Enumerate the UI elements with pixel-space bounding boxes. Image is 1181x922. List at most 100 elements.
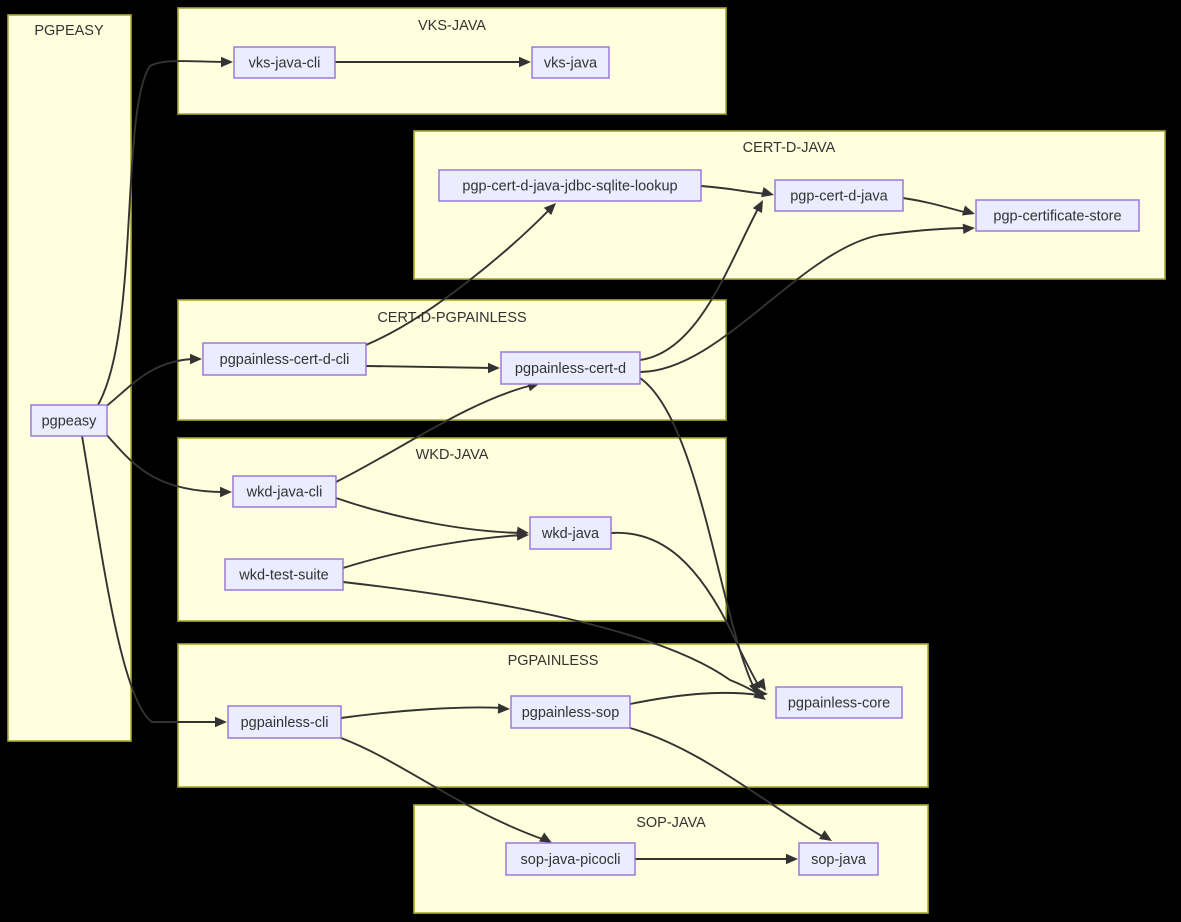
arrowhead-pgpainless-sop->sop-java xyxy=(819,830,832,841)
node-wkd-java[interactable]: wkd-java xyxy=(529,516,612,550)
cluster-label-sop_java: SOP-JAVA xyxy=(636,815,706,831)
arrowhead-cert-d-cli->jdbc xyxy=(543,203,556,216)
cluster-label-cert_d_java: CERT-D-JAVA xyxy=(743,140,836,156)
cluster-wkd_java: WKD-JAVA xyxy=(177,437,727,622)
edge-pgpainless-cert-d-to-pgpainless-core xyxy=(639,377,756,691)
node-pgp-certificate-store[interactable]: pgp-certificate-store xyxy=(975,199,1140,232)
edge-pgpeasy-to-pgpainless-cert-d-cli xyxy=(103,358,196,409)
node-pgpainless-cert-d-cli[interactable]: pgpainless-cert-d-cli xyxy=(202,342,367,376)
node-label-pgp-cert-d-java-jdbc-sqlite-lookup: pgp-cert-d-java-jdbc-sqlite-lookup xyxy=(462,178,677,194)
node-rect-pgp-certificate-store[interactable] xyxy=(975,199,1140,232)
edge-pgpeasy-to-wkd-java-cli xyxy=(103,431,226,493)
node-rect-pgpeasy[interactable] xyxy=(30,404,108,437)
edge-layer xyxy=(81,60,969,860)
node-rect-pgpainless-cert-d-cli[interactable] xyxy=(202,342,367,376)
arrowhead-pgpainless-cert-d->pgp-cert-d-java xyxy=(752,200,763,214)
edge-pgpeasy-to-pgpainless-cli xyxy=(81,435,220,723)
edge-wkd-test-suite-to-pgpainless-core xyxy=(342,581,759,695)
arrowhead-pgpainless-sop->core xyxy=(755,687,768,699)
node-label-pgp-certificate-store: pgp-certificate-store xyxy=(993,208,1121,224)
cluster-label-pgpainless: PGPAINLESS xyxy=(508,653,599,669)
node-label-vks-java: vks-java xyxy=(544,55,598,71)
node-sop-java[interactable]: sop-java xyxy=(798,842,879,876)
node-label-wkd-java: wkd-java xyxy=(541,526,600,542)
arrowhead-pgpainless-cert-d->store xyxy=(962,223,975,235)
edge-pgp-cert-d-java-to-pgp-certificate-store xyxy=(902,197,969,214)
arrowhead-pgpeasy->wkd-java-cli xyxy=(220,486,232,498)
node-vks-java-cli[interactable]: vks-java-cli xyxy=(233,46,336,79)
edge-pgpainless-sop-to-pgpainless-core xyxy=(629,691,761,705)
node-rect-sop-java[interactable] xyxy=(798,842,879,876)
node-pgpainless-core[interactable]: pgpainless-core xyxy=(775,686,903,719)
arrowhead-pgpeasy->pgpainless-cli xyxy=(215,716,227,728)
node-label-pgpeasy: pgpeasy xyxy=(42,413,98,429)
arrowhead-wkd-test-suite->wkd-java xyxy=(516,530,529,541)
node-rect-pgpainless-sop[interactable] xyxy=(510,695,631,729)
node-rect-pgpainless-core[interactable] xyxy=(775,686,903,719)
arrowhead-wkd-java->core xyxy=(755,678,766,691)
node-label-pgpainless-cli: pgpainless-cli xyxy=(241,715,329,731)
edge-pgpainless-cli-to-pgpainless-sop xyxy=(340,706,504,719)
node-rect-sop-java-picocli[interactable] xyxy=(505,842,636,876)
edge-wkd-java-cli-to-pgpainless-cert-d xyxy=(335,384,534,483)
node-rect-pgpainless-cli[interactable] xyxy=(227,705,342,739)
node-sop-java-picocli[interactable]: sop-java-picocli xyxy=(505,842,636,876)
arrowhead-jdbc->pgp-cert-d-java xyxy=(761,187,774,198)
node-wkd-test-suite[interactable]: wkd-test-suite xyxy=(224,558,344,591)
node-label-pgpainless-core: pgpainless-core xyxy=(788,695,890,711)
node-label-pgpainless-cert-d: pgpainless-cert-d xyxy=(515,361,626,377)
node-rect-pgp-cert-d-java[interactable] xyxy=(774,179,904,212)
node-pgpeasy[interactable]: pgpeasy xyxy=(30,404,108,437)
edge-pgpainless-cli-to-sop-java-picocli xyxy=(340,737,546,841)
edge-wkd-test-suite-to-wkd-java xyxy=(342,534,523,569)
node-pgpainless-sop[interactable]: pgpainless-sop xyxy=(510,695,631,729)
node-rect-pgp-cert-d-java-jdbc-sqlite-lookup[interactable] xyxy=(438,169,702,202)
node-label-pgp-cert-d-java: pgp-cert-d-java xyxy=(790,188,888,204)
cluster-label-pgpeasy: PGPEASY xyxy=(34,23,104,39)
node-pgpainless-cli[interactable]: pgpainless-cli xyxy=(227,705,342,739)
edge-pgpeasy-to-vks-java-cli xyxy=(97,60,227,406)
cluster-pgpeasy: PGPEASY xyxy=(7,14,132,742)
cluster-rect-wkd_java xyxy=(177,437,727,622)
arrowhead-layer xyxy=(190,56,975,865)
arrowhead-sop-java-picocli->sop-java xyxy=(786,853,798,865)
node-vks-java[interactable]: vks-java xyxy=(531,46,610,79)
node-wkd-java-cli[interactable]: wkd-java-cli xyxy=(232,475,337,508)
node-label-sop-java: sop-java xyxy=(811,852,867,868)
node-label-pgpainless-cert-d-cli: pgpainless-cert-d-cli xyxy=(220,352,350,368)
cluster-layer: PGPEASY VKS-JAVA CERT-D-JAVA CERT-D-PGPAINL… xyxy=(7,7,1166,914)
node-rect-wkd-java[interactable] xyxy=(529,516,612,550)
arrowhead-pgpeasy->vks-java-cli xyxy=(221,56,233,68)
cluster-label-vks_java: VKS-JAVA xyxy=(418,18,486,34)
edge-pgpainless-cert-d-to-pgp-cert-d-java xyxy=(639,204,761,361)
edge-pgpainless-sop-to-sop-java xyxy=(629,727,826,839)
edge-wkd-java-to-pgpainless-core xyxy=(610,531,761,689)
node-rect-vks-java[interactable] xyxy=(531,46,610,79)
cluster-label-cert_d_pgpainless: CERT-D-PGPAINLESS xyxy=(377,310,526,326)
node-label-vks-java-cli: vks-java-cli xyxy=(249,55,321,71)
node-pgp-cert-d-java[interactable]: pgp-cert-d-java xyxy=(774,179,904,212)
node-rect-pgpainless-cert-d[interactable] xyxy=(500,351,641,385)
arrowhead-pgp-cert-d-java->store xyxy=(962,205,975,216)
arrowhead-pgpeasy->pgpainless-cert-d-cli xyxy=(190,353,202,365)
cluster-label-wkd_java: WKD-JAVA xyxy=(416,447,489,463)
edge-pgp-cert-d-java-jdbc-sqlite-lookup-to-pgp-cert-d-java xyxy=(700,185,768,195)
node-label-wkd-test-suite: wkd-test-suite xyxy=(238,567,328,583)
edge-wkd-java-cli-to-wkd-java xyxy=(335,497,523,534)
node-rect-wkd-java-cli[interactable] xyxy=(232,475,337,508)
arrowhead-vks-java-cli->vks-java xyxy=(519,56,531,68)
node-label-pgpainless-sop: pgpainless-sop xyxy=(522,705,620,721)
node-label-wkd-java-cli: wkd-java-cli xyxy=(246,484,323,500)
node-label-sop-java-picocli: sop-java-picocli xyxy=(521,852,621,868)
node-layer: pgpeasy vks-java-cli vks-java pgp-cert-d-ja… xyxy=(30,46,1140,876)
node-pgp-cert-d-java-jdbc-sqlite-lookup[interactable]: pgp-cert-d-java-jdbc-sqlite-lookup xyxy=(438,169,702,202)
node-rect-wkd-test-suite[interactable] xyxy=(224,558,344,591)
arrowhead-cert-d-cli->pgpainless-cert-d xyxy=(488,362,500,374)
arrowhead-pgpainless-cli->sop-java-picocli xyxy=(539,832,552,843)
edge-pgpainless-cert-d-cli-to-pgp-cert-d-java-jdbc-sqlite-lookup xyxy=(365,207,552,346)
node-rect-vks-java-cli[interactable] xyxy=(233,46,336,79)
arrowhead-pgpainless-cli->pgpainless-sop xyxy=(497,703,510,714)
node-pgpainless-cert-d[interactable]: pgpainless-cert-d xyxy=(500,351,641,385)
